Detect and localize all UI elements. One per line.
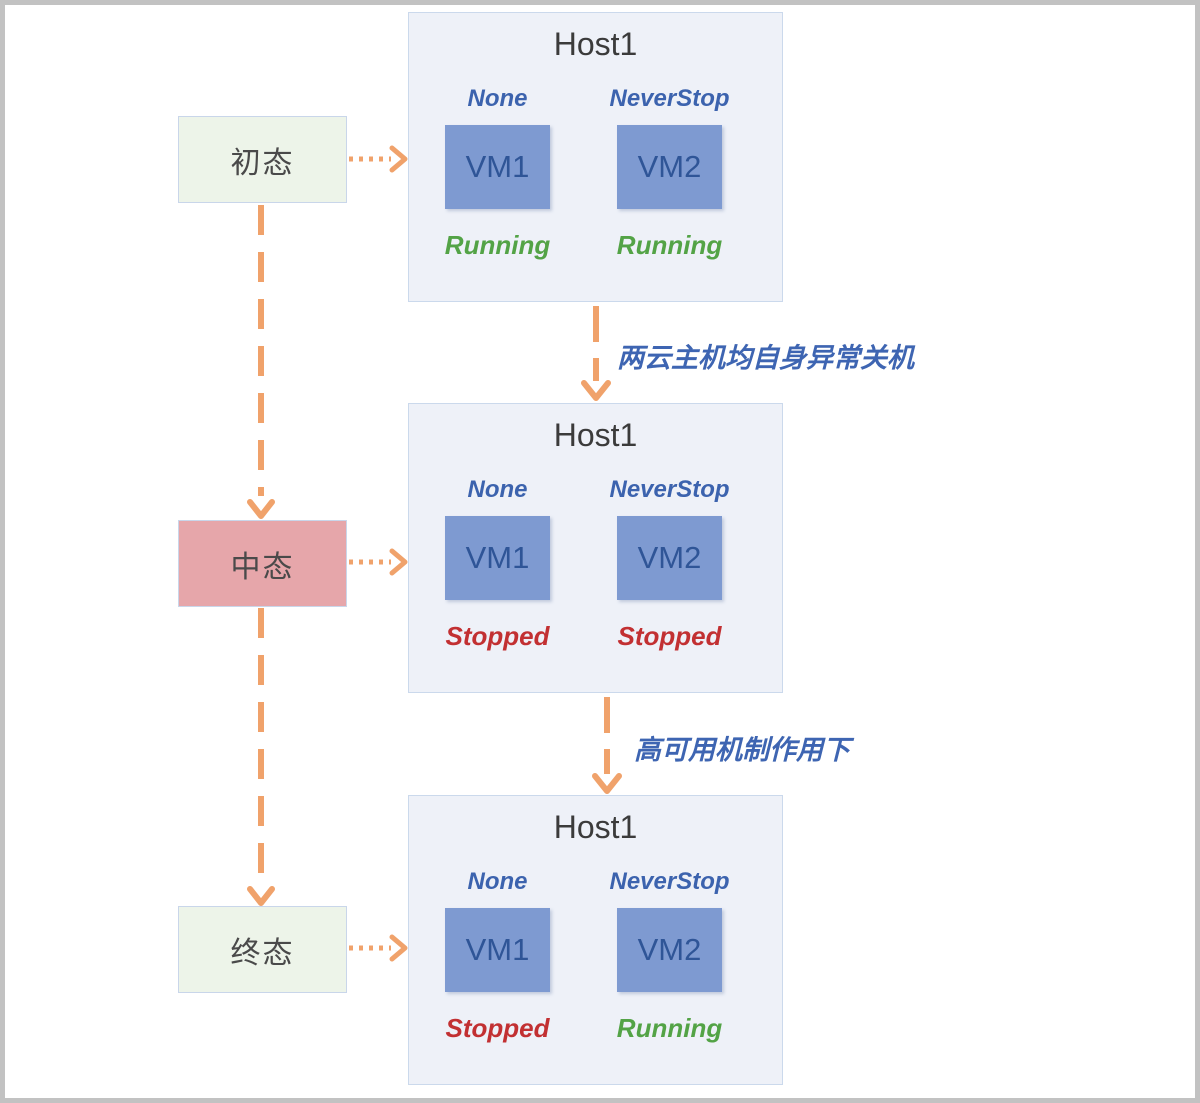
state-label-final: 终态 — [230, 936, 295, 970]
arrow-host2-to-host3 — [592, 697, 622, 794]
vm2-tile: VM2 — [617, 908, 722, 992]
vm1-policy-label: None — [467, 868, 528, 895]
vm1-column: None VM1 Stopped — [445, 475, 550, 652]
host-panel-2: Host1 None VM1 Stopped NeverStop VM2 Sto… — [408, 403, 783, 693]
arrow-middle-to-host1 — [349, 548, 408, 576]
vm2-policy-label: NeverStop — [609, 85, 730, 112]
vm1-status-label: Stopped — [445, 621, 550, 651]
vm2-status-label: Stopped — [617, 621, 722, 651]
state-box-middle: 中态 — [178, 520, 347, 607]
host-panel-3: Host1 None VM1 Stopped NeverStop VM2 Run… — [408, 795, 783, 1085]
vm2-status-label: Running — [616, 1013, 723, 1043]
vm1-policy-label: None — [467, 476, 528, 503]
vm2-column: NeverStop VM2 Running — [609, 84, 729, 261]
vm2-policy-label: NeverStop — [609, 476, 730, 503]
vm2-policy-label: NeverStop — [609, 868, 730, 895]
vm-row: None VM1 Stopped NeverStop VM2 Stopped — [409, 475, 782, 652]
host-title: Host1 — [553, 26, 638, 62]
arrow-initial-to-host1 — [349, 145, 408, 173]
state-box-final: 终态 — [178, 906, 347, 993]
state-label-middle: 中态 — [230, 550, 295, 584]
transition-label-2: 高可用机制作用下 — [634, 735, 850, 765]
vm1-tile: VM1 — [445, 908, 550, 992]
vm2-tile: VM2 — [617, 125, 722, 209]
vm1-tile: VM1 — [445, 516, 550, 600]
vm1-status-label: Stopped — [445, 1013, 550, 1043]
state-label-initial: 初态 — [230, 146, 295, 180]
host-title: Host1 — [553, 809, 638, 845]
arrow-initial-to-middle-state — [247, 205, 275, 519]
arrow-host1-to-host2 — [581, 306, 611, 401]
vm1-policy-label: None — [467, 85, 528, 112]
vm2-column: NeverStop VM2 Running — [609, 867, 729, 1044]
vm1-tile: VM1 — [445, 125, 550, 209]
vm-row: None VM1 Stopped NeverStop VM2 Running — [409, 867, 782, 1044]
vm2-column: NeverStop VM2 Stopped — [609, 475, 729, 652]
host-panel-1: Host1 None VM1 Running NeverStop VM2 Run… — [408, 12, 783, 302]
host-title: Host1 — [553, 417, 638, 453]
vm1-column: None VM1 Running — [445, 84, 550, 261]
vm-row: None VM1 Running NeverStop VM2 Running — [409, 84, 782, 261]
vm1-status-label: Running — [444, 230, 551, 260]
vm2-tile: VM2 — [617, 516, 722, 600]
arrow-final-to-host1 — [349, 934, 408, 962]
transition-label-1: 两云主机均自身异常关机 — [617, 343, 914, 373]
arrow-middle-to-final-state — [247, 608, 275, 906]
state-box-initial: 初态 — [178, 116, 347, 203]
vm1-column: None VM1 Stopped — [445, 867, 550, 1044]
vm2-status-label: Running — [616, 230, 723, 260]
